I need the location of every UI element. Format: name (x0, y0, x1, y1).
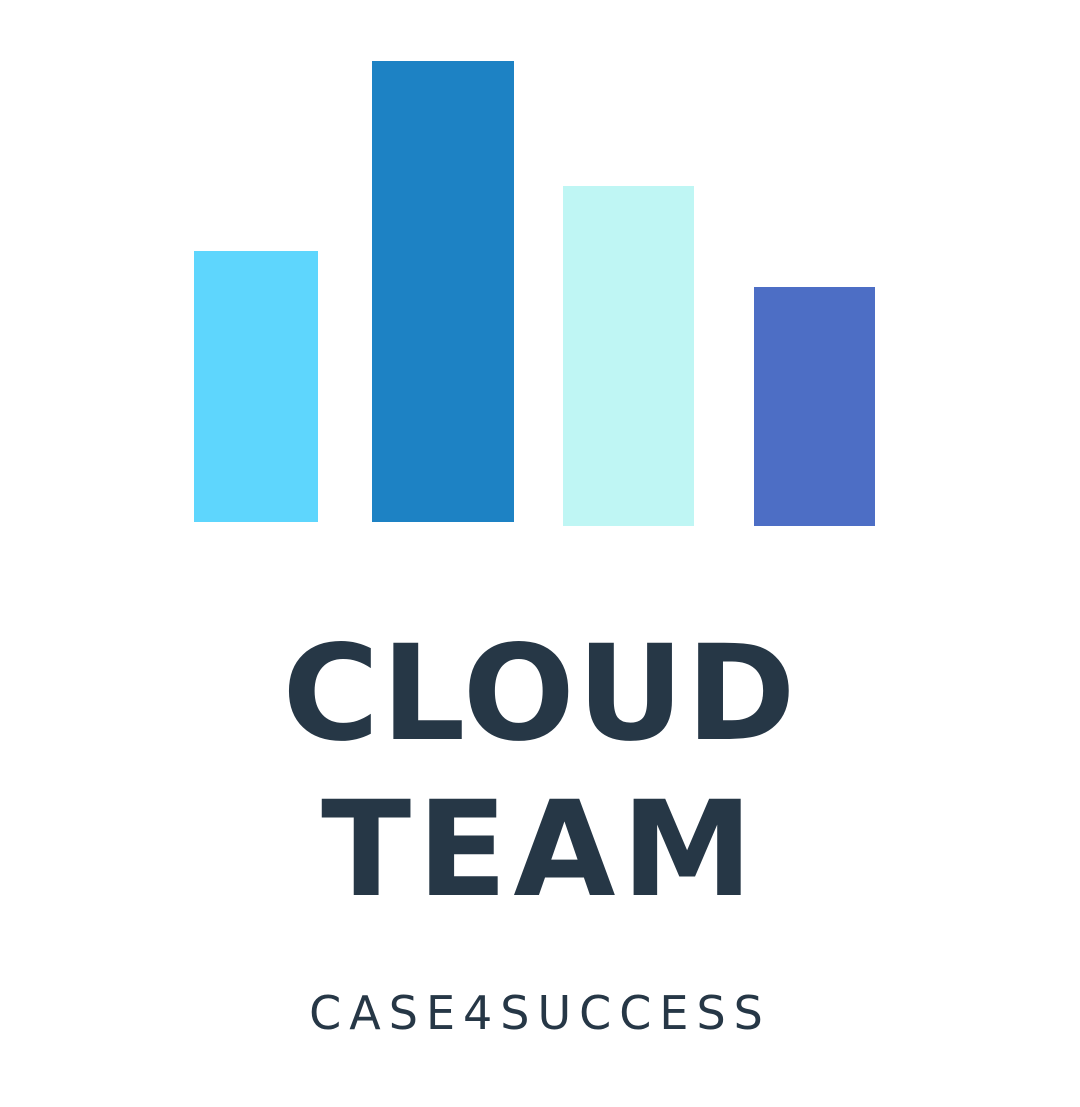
logo-bar-3 (563, 186, 694, 526)
logo-bar-4 (754, 287, 875, 526)
logo-title-line-2: TEAM (321, 773, 759, 927)
logo-tagline: CASE4SUCCESS (309, 986, 771, 1040)
logo-bar-1 (194, 251, 318, 522)
logo-bar-2 (372, 61, 514, 522)
logo-title-line-1: CLOUD (282, 617, 798, 771)
